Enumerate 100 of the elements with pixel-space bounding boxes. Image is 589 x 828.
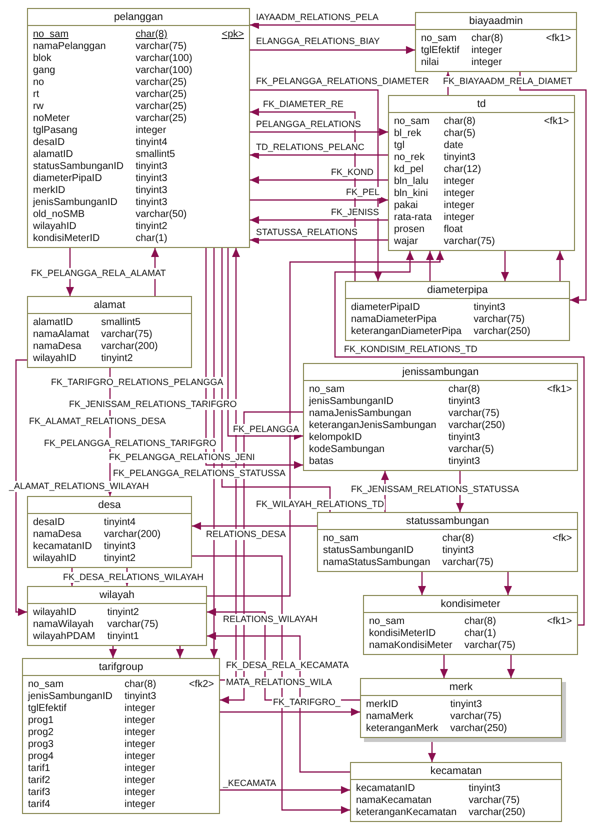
entity-table — [345, 281, 570, 341]
data-type: varchar(25) — [136, 89, 188, 101]
column-name: alamatID — [33, 149, 74, 161]
data-type: tinyint2 — [107, 607, 140, 619]
relationship-arrow — [501, 251, 509, 281]
column-name: namaAlamat — [33, 329, 90, 341]
column-name: wilayahPDAM — [33, 631, 96, 643]
relationship-arrow — [504, 572, 512, 595]
edge-label: FK_DIAMETER_RE — [262, 99, 345, 110]
data-type: varchar(250) — [450, 723, 507, 735]
entity-table — [27, 586, 207, 646]
column-name: wilayahID — [33, 353, 78, 365]
column-name: kecamatanID — [33, 541, 92, 553]
data-type: smallint5 — [101, 317, 142, 329]
entity-table — [22, 658, 220, 814]
data-type: integer — [124, 763, 156, 775]
edge-label: IAYAADM_RELATIONS_PELA — [255, 12, 380, 23]
data-type: tinyint3 — [448, 396, 482, 408]
data-type: integer — [124, 787, 156, 799]
column-name: namaWilayah — [33, 619, 95, 631]
relationship-arrow — [250, 176, 388, 184]
entity-table — [27, 8, 250, 248]
edge-label: FK_JENISSAM_RELATIONS_STATUSSA — [350, 484, 520, 495]
relationship-arrow — [205, 248, 303, 469]
edge-label: STATUSSA_RELATIONS — [255, 227, 359, 238]
column-name: nilai — [421, 57, 440, 69]
column-name: statusSambunganID — [33, 161, 124, 173]
data-type: varchar(75) — [107, 619, 158, 631]
relationship-arrow — [334, 251, 585, 626]
data-type: integer — [444, 188, 476, 200]
column-name: bl_rek — [394, 128, 422, 140]
data-type: varchar(200) — [104, 529, 161, 541]
edge-label: ELANGGA_RELATIONS_BIAY — [255, 36, 381, 47]
data-type: varchar(250) — [474, 326, 530, 338]
column-name: namaPelanggan — [33, 41, 107, 53]
data-type: integer — [124, 739, 156, 751]
edge-label: FK_ALAMAT_RELATIONS_DESA — [28, 416, 167, 427]
column-name: rt — [33, 89, 40, 101]
column-name: keteranganKecamatan — [356, 807, 457, 819]
data-type: tinyint3 — [136, 161, 168, 173]
data-type: integer — [124, 799, 156, 811]
data-type: tinyint3 — [104, 541, 137, 553]
column-name: no — [33, 77, 46, 89]
relationship-arrow — [507, 655, 515, 678]
column-name: blok — [33, 53, 52, 65]
data-type: varchar(75) — [468, 795, 521, 807]
column-name: wilayahID — [33, 221, 78, 233]
column-name: kd_pel — [394, 164, 424, 176]
edge-label: FK_KOND — [330, 167, 375, 178]
column-name: kelompokID — [309, 432, 363, 444]
data-type: varchar(25) — [136, 113, 188, 125]
data-type: tinyint1 — [107, 631, 140, 643]
column-name: kondisiMeterID — [369, 628, 437, 640]
relationship-arrow — [418, 572, 426, 595]
column-name: no_sam — [421, 33, 458, 45]
edge-label: FK_PELANGGA_RELA_ALAMAT — [30, 268, 167, 279]
column-name: namaDiameterPipa — [351, 314, 438, 326]
entity-table — [317, 512, 578, 572]
column-name: namaJenisSambungan — [309, 408, 412, 420]
entity-table — [27, 296, 192, 368]
data-type: varchar(5) — [448, 444, 495, 456]
column-name: desaID — [33, 137, 66, 149]
relationship-arrow — [220, 786, 350, 794]
relationship-arrow — [250, 46, 415, 54]
column-name: tgl — [394, 140, 406, 152]
data-type: tinyint2 — [101, 353, 134, 365]
data-type: integer — [444, 176, 476, 188]
data-type: varchar(250) — [468, 807, 526, 819]
column-name: namaKondisiMeter — [369, 640, 452, 652]
relationship-arrow — [250, 196, 388, 204]
data-type: integer — [124, 703, 156, 715]
edge-label: TD_RELATIONS_PELANC — [255, 142, 366, 153]
column-name: tarif1 — [28, 763, 52, 775]
data-type: integer — [471, 57, 503, 69]
data-type: char(8) — [136, 29, 168, 41]
column-name: diameterPipaID — [33, 173, 103, 185]
edge-label: FK_PELANGGA — [232, 424, 300, 435]
relationship-arrow — [207, 251, 444, 597]
column-name: bln_kini — [394, 188, 429, 200]
edge-label: FK_TARIFGRO_RELATIONS_PELANGGA — [50, 377, 224, 388]
edge-label: _ALAMAT_RELATIONS_WILAYAH — [8, 481, 150, 492]
column-name: no_sam — [369, 616, 406, 628]
key-tag: <fk1> — [515, 33, 571, 45]
data-type: varchar(100) — [136, 53, 192, 65]
table-name: tarifgroup — [23, 659, 219, 676]
key-tag: <fk1> — [506, 116, 569, 128]
table-name: statussambungan — [318, 513, 577, 530]
column-name: namaMerk — [366, 711, 414, 723]
table-name: diameterpipa — [346, 282, 569, 299]
column-name: no_sam — [33, 29, 70, 41]
relationship-arrow — [109, 646, 117, 658]
key-tag: <fk> — [505, 533, 572, 545]
column-name: tarif4 — [28, 799, 52, 811]
entity-table — [388, 95, 575, 251]
column-name: keteranganMerk — [366, 723, 438, 735]
relationship-arrow — [250, 128, 388, 136]
data-type: varchar(75) — [442, 557, 494, 569]
column-name: old_noSMB — [33, 209, 86, 221]
data-type: tinyint2 — [104, 553, 137, 565]
edge-label: FK_DESA_RELA_KECAMATA — [225, 660, 350, 671]
